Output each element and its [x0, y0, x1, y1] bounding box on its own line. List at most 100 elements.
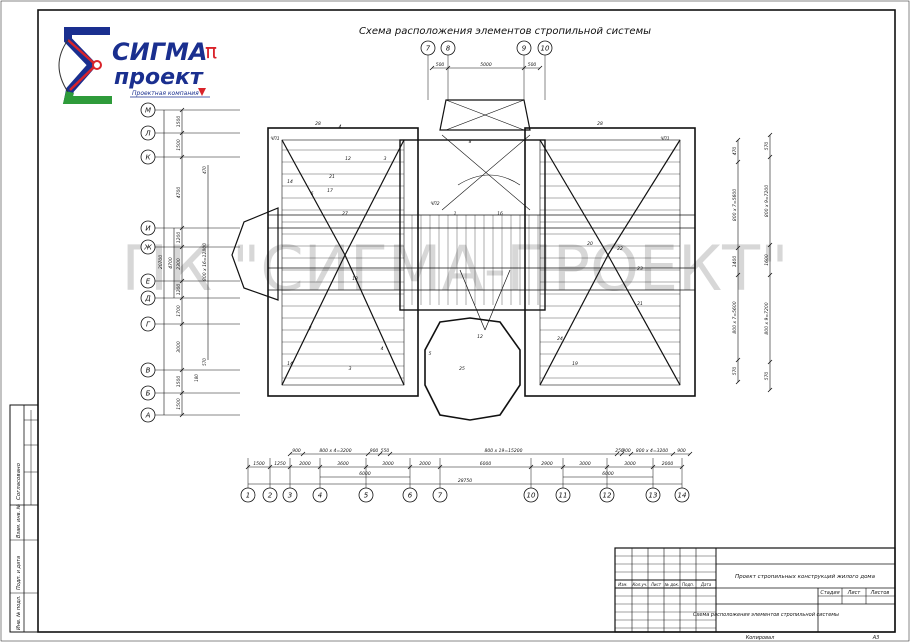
axis-label: 8 — [446, 45, 451, 53]
dim-label: 550 — [381, 448, 390, 454]
dim-label: 3600 — [337, 461, 349, 467]
dim-label: 6000 — [480, 461, 492, 467]
axis-label: Ж — [143, 244, 152, 252]
plan-label: 21 — [329, 174, 335, 180]
company-logo: СИГМА проект π Проектная компания — [58, 27, 217, 104]
plan-label: ЧП1 — [660, 136, 669, 142]
bay-window-left — [231, 207, 279, 301]
dim-label: 570 — [202, 358, 207, 366]
dim-tick — [179, 225, 185, 231]
dim-label: 1400 — [732, 256, 738, 268]
dim-tick — [767, 359, 773, 365]
stamp-agreed: Согласовано — [16, 462, 22, 500]
stamp-sign-date: Подп. и дата — [16, 556, 22, 590]
dim-label: 3000 — [176, 341, 182, 353]
dim-tick — [767, 242, 773, 248]
plan-label: 23 — [637, 266, 643, 272]
dim-tick — [179, 367, 185, 373]
dim-label: 1600 — [764, 254, 770, 266]
tb-col-header: Кол.уч. — [632, 582, 647, 587]
dim-label: 1200 — [176, 232, 182, 244]
dim-tick — [735, 272, 741, 278]
stamp-replace-inv: Взам. инв. № — [16, 504, 22, 538]
dim-tick — [767, 387, 773, 393]
dim-label: 2000 — [299, 461, 311, 467]
dim-label: 1500 — [176, 139, 182, 151]
dim-tick — [179, 244, 185, 250]
axis-label: В — [146, 367, 151, 375]
axis-label: 2 — [268, 492, 273, 500]
plan-label: 24 — [557, 336, 563, 342]
axis-label: И — [145, 225, 151, 233]
dim-label: 1250 — [274, 461, 286, 467]
dim-label: 800 x 7=5600 — [732, 301, 738, 333]
tb-col-header: Дата — [700, 582, 712, 587]
rafter — [445, 99, 525, 131]
logo-sigma-green — [62, 91, 112, 104]
dim-label: 800 x 16=12800 — [202, 243, 208, 281]
axis-label: 7 — [426, 45, 431, 53]
plan-label: 4 — [381, 346, 384, 352]
dim-tick — [767, 154, 773, 160]
dim-label: 800 x 19=15200 — [485, 448, 523, 454]
dim-label: 4700 — [168, 257, 174, 269]
dim-tick — [407, 464, 413, 470]
dim-label: 1500 — [176, 398, 182, 410]
dim-label: 3000 — [579, 461, 591, 467]
dim-label: 570 — [764, 372, 770, 381]
dim-tick — [767, 272, 773, 278]
dim-tick — [179, 154, 185, 160]
plan-label: 19 — [572, 361, 578, 367]
dim-label: 1500 — [253, 461, 265, 467]
dim-tick — [377, 451, 383, 457]
dim-tick — [179, 130, 185, 136]
plan-label: 28 — [315, 121, 321, 127]
axis-label: 9 — [522, 45, 527, 53]
axis-label: 6 — [408, 492, 413, 500]
hip-rafter — [539, 254, 609, 386]
axis-label: Б — [146, 390, 151, 398]
axis-label: 10 — [527, 492, 536, 500]
dim-tick — [735, 379, 741, 385]
dim-tick — [300, 451, 306, 457]
axis-label: 7 — [438, 492, 443, 500]
hip-rafter — [607, 254, 681, 386]
dim-tick — [179, 295, 185, 301]
tb-col-header: Подп. — [682, 582, 694, 587]
dim-tick — [650, 464, 656, 470]
plan-label: 17 — [327, 188, 333, 194]
axis-label: 10 — [541, 45, 550, 53]
dim-label: 900 — [622, 448, 631, 454]
plan-label: 27 — [342, 211, 348, 217]
dim-tick — [179, 321, 185, 327]
axis-label: Д — [144, 295, 151, 303]
dim-label: 470 — [732, 147, 738, 156]
dim-tick — [614, 451, 620, 457]
plan-label: 14 — [287, 361, 293, 367]
dim-tick — [179, 278, 185, 284]
dim-tick — [628, 451, 634, 457]
plan-label: 18 — [352, 276, 358, 282]
dim-label: 2000 — [419, 461, 431, 467]
dim-label: 1500 — [176, 116, 182, 128]
plan-label: 3 — [349, 366, 352, 372]
dim-tick — [767, 132, 773, 138]
plan-label: 6 — [311, 191, 314, 197]
dim-tick — [735, 357, 741, 363]
plan-label: 3 — [384, 156, 387, 162]
logo-arc — [58, 39, 69, 93]
tb-col-header: Изм. — [618, 582, 627, 587]
dim-label: 800 x 4=3200 — [319, 448, 351, 454]
axis-label: М — [145, 107, 151, 115]
axis-label: 3 — [288, 492, 292, 500]
dim-label: 2000 — [662, 461, 674, 467]
tb-col-header: № док. — [664, 582, 679, 587]
dim-tick — [179, 390, 185, 396]
dim-tick — [363, 464, 369, 470]
tb-format: А3 — [872, 635, 880, 641]
dim-tick — [179, 107, 185, 113]
arch — [457, 174, 521, 186]
dim-label: 20700 — [158, 255, 164, 269]
